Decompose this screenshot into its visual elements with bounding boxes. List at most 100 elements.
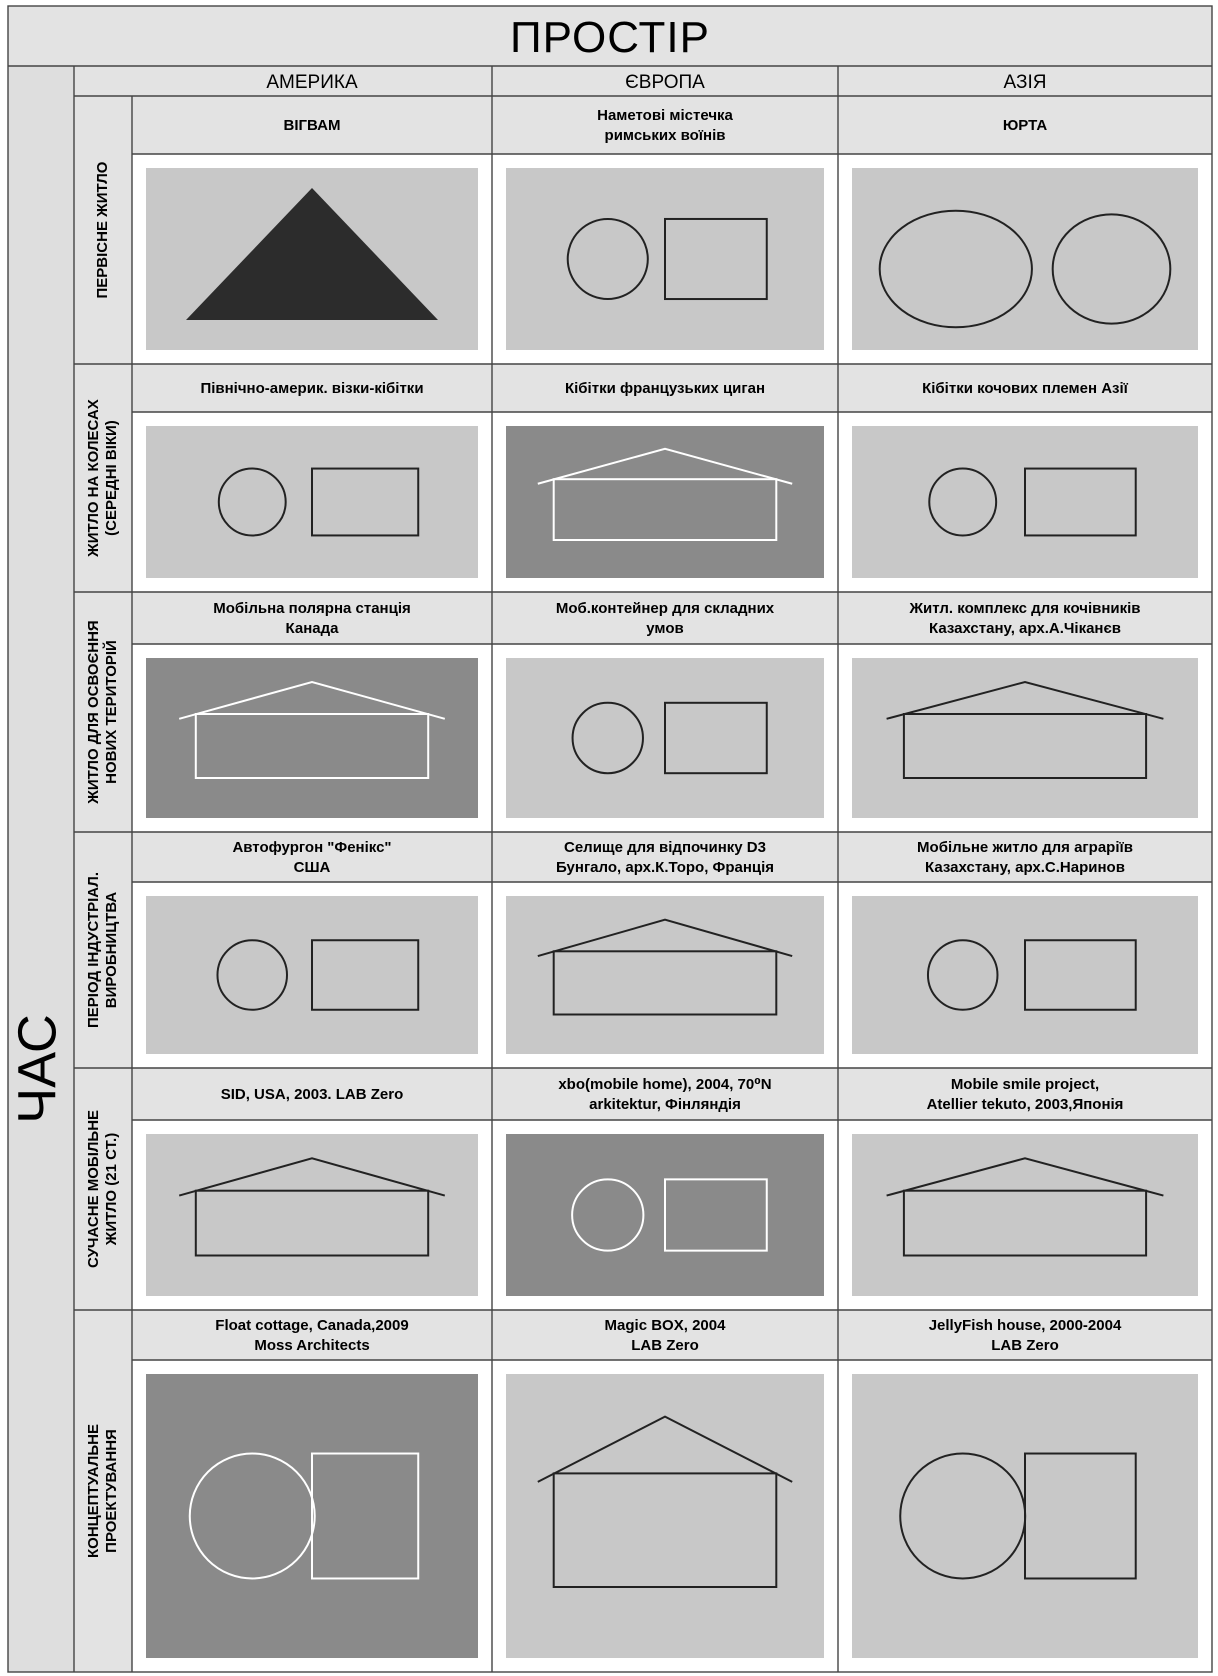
wigwam-shape [186, 188, 438, 320]
cabin-shape [311, 939, 420, 1011]
time-band [8, 66, 74, 1672]
nomad-wagon-drawing [852, 426, 1198, 578]
era-label: ПРОЕКТУВАННЯ [103, 1429, 120, 1553]
table-border [7, 5, 1213, 1673]
caption-band [132, 1310, 1212, 1360]
column-header: АЗІЯ [1004, 72, 1047, 93]
cell-caption: Moss Architects [254, 1337, 369, 1354]
cell-caption: Magic BOX, 2004 [605, 1317, 727, 1334]
mobile-smile-photo [852, 1134, 1198, 1296]
cell-caption: США [294, 859, 331, 876]
cabin-shape [311, 467, 420, 537]
cell-caption: arkitektur, Фінляндія [589, 1096, 741, 1113]
wheel-shape [216, 939, 289, 1011]
cell-caption: ВІГВАМ [284, 117, 341, 134]
nomad-complex-drawing [852, 658, 1198, 818]
horse-wagon-photo [146, 426, 478, 578]
time-axis-label: ЧАС [7, 1014, 67, 1124]
image-frame [506, 896, 824, 1054]
float-cottage-render [146, 1374, 478, 1658]
era-band [74, 832, 132, 1068]
roof-shape [537, 1415, 793, 1483]
roof-shape [886, 680, 1164, 720]
cell-caption: Мобільна полярна станція [213, 600, 411, 617]
era-label: ПЕРВІСНЕ ЖИТЛО [94, 161, 111, 298]
page-title: ПРОСТІР [510, 13, 710, 62]
image-frame [146, 1134, 478, 1296]
image-frame [852, 1134, 1198, 1296]
era-band [74, 364, 132, 592]
wheel-shape [928, 467, 998, 537]
cell-caption: римських воїнів [605, 127, 726, 144]
xbo-container-photo [506, 1134, 824, 1296]
cell-caption: Автофургон "Фенікс" [232, 839, 391, 856]
column-header: ЄВРОПА [625, 72, 705, 93]
wheel-shape [571, 701, 644, 775]
column-header: АМЕРИКА [266, 72, 358, 93]
wheel-shape [217, 467, 287, 537]
resort-village-graphic [506, 896, 824, 1054]
cabin-shape [664, 217, 768, 301]
cell-caption: Наметові містечка [597, 107, 733, 124]
cell-caption: Селище для відпочинку D3 [564, 839, 766, 856]
cell-caption: Казахстану, арх.С.Наринов [925, 859, 1125, 876]
caption-band [132, 96, 1212, 154]
sid-house-photo [146, 1134, 478, 1296]
roof-shape [537, 447, 793, 485]
building-shape [552, 478, 778, 542]
roof-shape [537, 918, 793, 958]
cell-caption: xbo(mobile home), 2004, 70⁰N [558, 1076, 771, 1093]
era-label: КОНЦЕПТУАЛЬНЕ [85, 1424, 102, 1558]
caption-band [132, 1068, 1212, 1120]
wheel-shape [571, 1178, 645, 1252]
cell-caption: Float cottage, Canada,2009 [215, 1317, 408, 1334]
magic-box-render [506, 1374, 824, 1658]
wheel-shape [188, 1452, 316, 1580]
era-label: ВИРОБНИЦТВА [103, 892, 120, 1009]
era-label: СУЧАСНЕ МОБІЛЬНЕ [85, 1110, 102, 1268]
cell-caption: LAB Zero [631, 1337, 699, 1354]
caption-band [132, 592, 1212, 644]
cabin-shape [664, 701, 768, 775]
era-label: НОВИХ ТЕРИТОРІЙ [102, 640, 120, 784]
cell-caption: Mobile smile project, [951, 1076, 1099, 1093]
era-band [74, 1310, 132, 1672]
roman-camp-illustration [506, 168, 824, 350]
phoenix-van-drawing [146, 896, 478, 1054]
gypsy-wagons-photo [506, 426, 824, 578]
era-label: ПЕРІОД ІНДУСТРІАЛ. [85, 872, 102, 1028]
agrarian-housing-sketch [852, 896, 1198, 1054]
cell-caption: Бунгало, арх.К.Торо, Франція [556, 859, 774, 876]
cell-caption: Кібітки французьких циган [565, 380, 765, 397]
era-band [74, 592, 132, 832]
cell-caption: умов [646, 620, 683, 637]
image-frame [506, 426, 824, 578]
building-shape [194, 1189, 430, 1257]
cell-caption: Канада [286, 620, 340, 637]
container-sketches [506, 658, 824, 818]
image-frame [506, 1374, 824, 1658]
building-shape [194, 713, 430, 779]
cabin-shape [311, 1452, 420, 1580]
building-shape [902, 1189, 1148, 1257]
yurt-shape [878, 209, 1033, 329]
era-label: (СЕРЕДНІ ВІКИ) [103, 420, 120, 536]
cell-caption: Atellier tekuto, 2003,Японія [927, 1096, 1124, 1113]
era-label: ЖИТЛО (21 СТ.) [103, 1133, 120, 1246]
era-label: ЖИТЛО ДЛЯ ОСВОЄННЯ [85, 620, 102, 804]
cabin-shape [1024, 939, 1137, 1011]
roof-shape [178, 1157, 446, 1197]
wigwam-photo [146, 168, 478, 350]
cabin-shape [664, 1178, 768, 1252]
cell-caption: Кібітки кочових племен Азії [922, 380, 1129, 397]
image-frame [146, 658, 478, 818]
caption-band [132, 832, 1212, 882]
polar-station-graphic [146, 658, 478, 818]
roof-shape [178, 680, 446, 720]
cell-caption: Північно-америк. візки-кібітки [200, 380, 423, 397]
era-band [74, 1068, 132, 1310]
building-shape [902, 713, 1148, 779]
wheel-shape [926, 939, 999, 1011]
cell-caption: ЮРТА [1003, 117, 1047, 134]
